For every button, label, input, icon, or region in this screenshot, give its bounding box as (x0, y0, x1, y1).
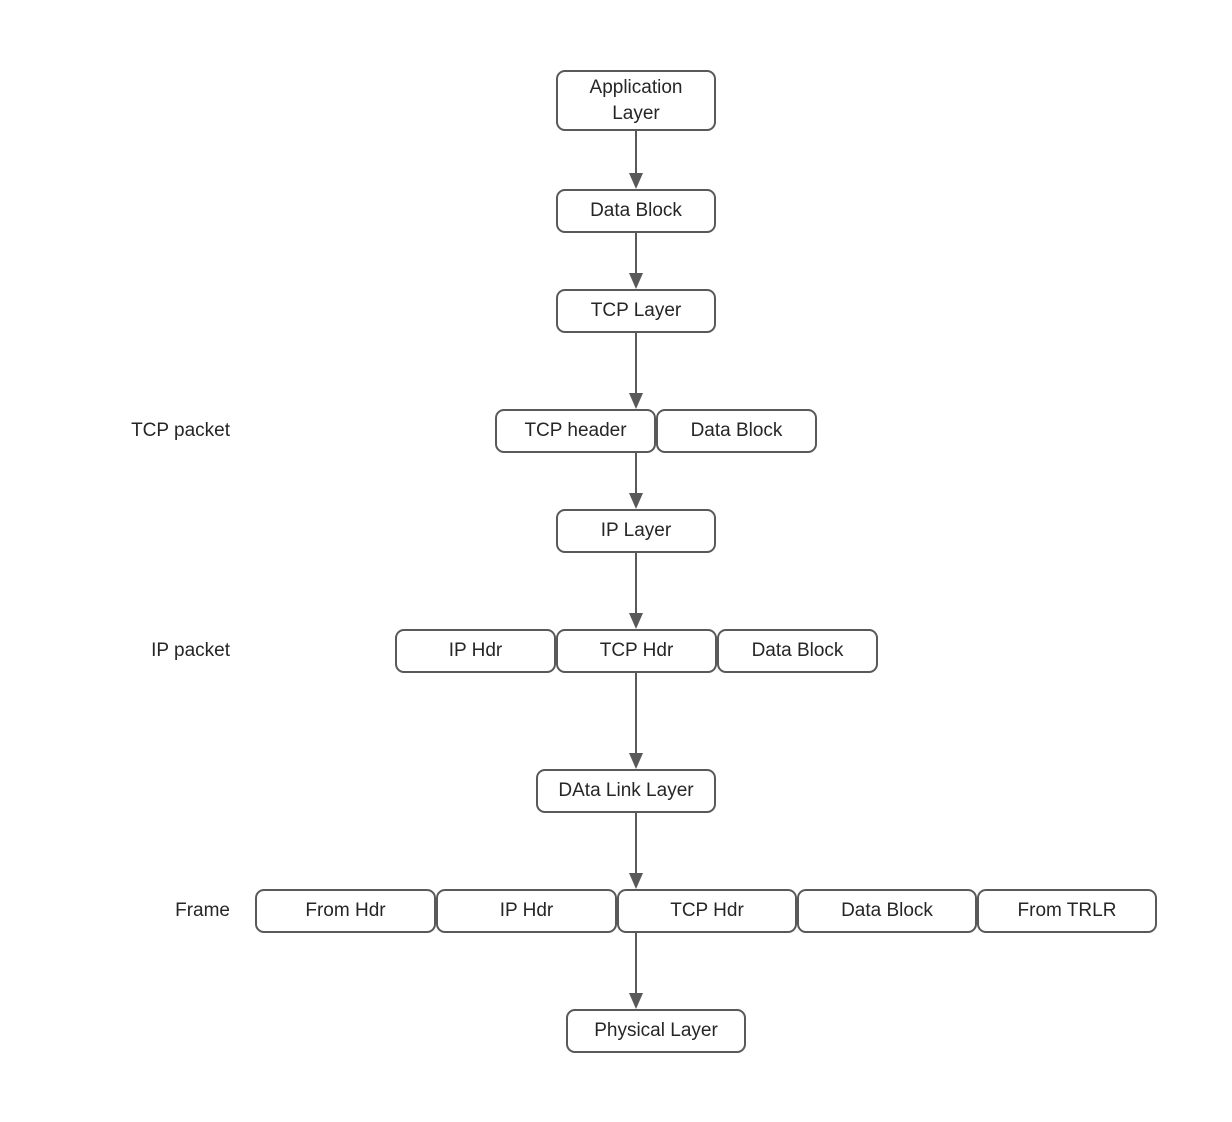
arrowhead (629, 273, 643, 289)
arrowhead (629, 173, 643, 189)
node-data-link-layer[interactable]: DAta Link Layer (536, 769, 716, 813)
arrow-tcp-packet-to-ip-layer (629, 453, 643, 509)
arrow-tcp-layer-to-tcp-packet (629, 333, 643, 409)
row-label-tcp-packet: TCP packet (131, 420, 230, 441)
row-label-frame: Frame (175, 900, 230, 921)
node-application-layer[interactable]: Application Layer (556, 70, 716, 131)
node-physical-layer[interactable]: Physical Layer (566, 1009, 746, 1053)
arrow-data-block-to-tcp-layer (629, 233, 643, 289)
segment-ip-tcp-hdr[interactable]: TCP Hdr (556, 629, 717, 673)
node-tcp-layer[interactable]: TCP Layer (556, 289, 716, 333)
arrowhead (629, 993, 643, 1009)
arrowhead (629, 493, 643, 509)
arrowhead (629, 873, 643, 889)
arrow-ip-packet-to-data-link (629, 673, 643, 769)
node-data-block[interactable]: Data Block (556, 189, 716, 233)
arrowhead (629, 393, 643, 409)
row-label-ip-packet: IP packet (151, 640, 230, 661)
node-ip-layer[interactable]: IP Layer (556, 509, 716, 553)
segment-frame-from-hdr[interactable]: From Hdr (255, 889, 436, 933)
segment-frame-tcp-hdr[interactable]: TCP Hdr (617, 889, 797, 933)
arrow-data-link-to-frame (629, 813, 643, 889)
segment-tcp-data-block[interactable]: Data Block (656, 409, 817, 453)
arrow-ip-layer-to-ip-packet (629, 553, 643, 629)
arrow-frame-to-physical (629, 933, 643, 1009)
arrow-application-to-data-block (629, 131, 643, 189)
arrowhead (629, 613, 643, 629)
segment-ip-hdr[interactable]: IP Hdr (395, 629, 556, 673)
segment-tcp-header[interactable]: TCP header (495, 409, 656, 453)
segment-ip-data-block[interactable]: Data Block (717, 629, 878, 673)
segment-frame-ip-hdr[interactable]: IP Hdr (436, 889, 617, 933)
segment-frame-from-trlr[interactable]: From TRLR (977, 889, 1157, 933)
arrowhead (629, 753, 643, 769)
segment-frame-data-block[interactable]: Data Block (797, 889, 977, 933)
